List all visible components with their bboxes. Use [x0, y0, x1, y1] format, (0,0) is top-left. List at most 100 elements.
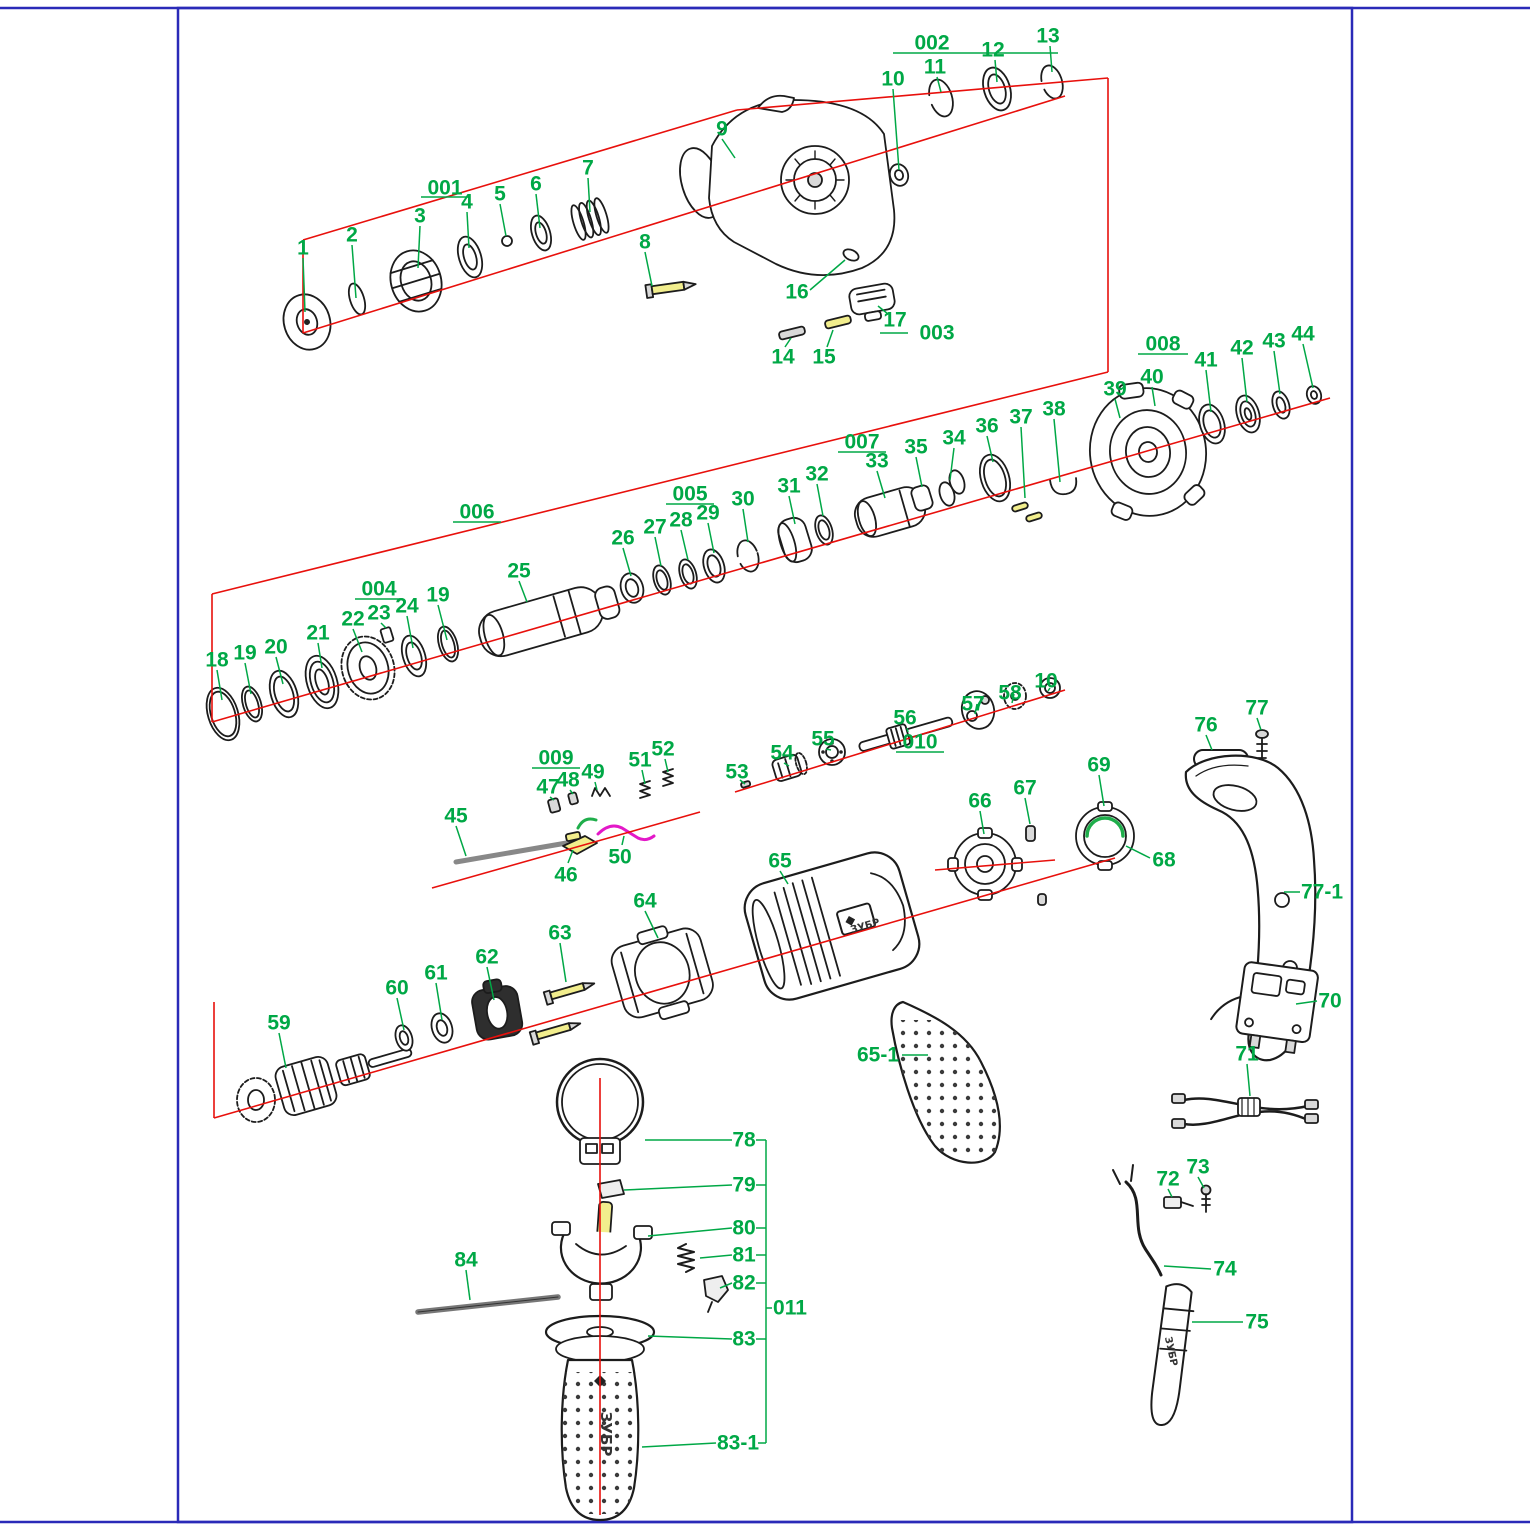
part-label-35: 35 — [904, 436, 928, 459]
part-spring-81 — [677, 1243, 695, 1273]
part-ring-4 — [456, 235, 484, 279]
leader-line-63 — [559, 942, 567, 983]
part-label-3: 3 — [414, 205, 426, 228]
leader-line-83 — [647, 1335, 733, 1340]
part-plate-50c — [565, 831, 582, 842]
leader-line-61 — [435, 982, 443, 1021]
part-pin-15 — [824, 314, 852, 330]
part-spring-7 — [570, 197, 610, 241]
part-armature-59 — [236, 1048, 413, 1123]
part-label-73: 73 — [1186, 1156, 1209, 1179]
part-bearing-55 — [818, 738, 846, 766]
leader-line-53 — [739, 779, 746, 785]
part-label-53: 53 — [725, 761, 748, 784]
leader-line-58 — [1011, 693, 1015, 704]
part-label-006: 006 — [459, 501, 494, 524]
part-pin-37a — [1011, 501, 1029, 513]
leader-line-73 — [1197, 1176, 1205, 1189]
leader-line-72 — [1167, 1188, 1173, 1198]
part-rod-45 — [453, 837, 587, 865]
part-ring-2 — [347, 282, 367, 316]
leader-line-15 — [826, 329, 834, 348]
part-label-26: 26 — [611, 527, 634, 550]
part-label-81: 81 — [732, 1244, 756, 1267]
part-depth-rod-84 — [415, 1294, 561, 1315]
leader-line-84 — [465, 1269, 471, 1301]
leader-line-38 — [1053, 418, 1061, 483]
part-pin-67 — [1025, 825, 1036, 842]
leader-line-49 — [594, 781, 598, 791]
part-motor-housing-65 — [743, 851, 921, 1001]
leader-line-66 — [979, 810, 985, 835]
part-label-11: 11 — [924, 56, 947, 79]
leader-line-26 — [622, 547, 632, 577]
leader-line-36 — [986, 435, 994, 463]
leader-line-69 — [1098, 774, 1105, 807]
part-label-49: 49 — [581, 761, 604, 784]
part-label-15: 15 — [812, 346, 836, 369]
part-ball-5 — [501, 235, 513, 247]
part-lever-17 — [848, 282, 896, 322]
part-label-56: 56 — [893, 707, 916, 730]
part-bearing-61 — [430, 1012, 454, 1044]
leader-line-62 — [486, 966, 495, 1001]
group-brackets — [756, 1139, 767, 1444]
part-label-36: 36 — [975, 415, 998, 438]
leader-line-31 — [788, 495, 796, 525]
leader-line-32 — [816, 483, 824, 517]
part-clip-50b — [576, 817, 598, 830]
part-label-46: 46 — [554, 864, 577, 887]
part-label-16: 16 — [785, 281, 808, 304]
leader-line-47 — [549, 796, 555, 801]
leader-line-74 — [1163, 1265, 1212, 1270]
part-barrel-25 — [478, 585, 621, 658]
leader-line-80 — [647, 1227, 733, 1237]
leader-line-71 — [1246, 1063, 1251, 1097]
part-screw-63b — [528, 1022, 582, 1046]
part-label-50: 50 — [608, 846, 631, 869]
part-ring-27 — [652, 564, 672, 596]
part-label-20: 20 — [264, 636, 287, 659]
part-grip-65-1 — [890, 1000, 1001, 1164]
leader-line-7 — [587, 177, 591, 213]
part-label-58: 58 — [998, 682, 1022, 705]
leader-line-34 — [949, 447, 955, 481]
part-label-25: 25 — [507, 560, 531, 583]
leader-line-20 — [275, 656, 284, 685]
part-label-71: 71 — [1235, 1043, 1259, 1066]
leader-line-41 — [1205, 369, 1212, 413]
part-label-65-1: 65-1 — [857, 1044, 899, 1067]
leader-line-60 — [396, 997, 405, 1031]
part-cap-1 — [282, 293, 332, 351]
leader-line-2 — [351, 244, 357, 299]
part-label-27: 27 — [643, 516, 666, 539]
part-label-78: 78 — [732, 1129, 756, 1152]
leader-line-70 — [1295, 1000, 1318, 1005]
part-spring-49 — [591, 787, 611, 797]
part-label-79: 79 — [732, 1174, 755, 1197]
part-gear-58 — [1003, 682, 1027, 710]
leader-line-18 — [216, 669, 223, 701]
part-label-9: 9 — [716, 118, 728, 141]
assembly-motor — [236, 801, 1135, 1164]
part-label-21: 21 — [306, 622, 330, 645]
leader-line-21 — [317, 642, 323, 669]
part-label-29: 29 — [696, 502, 719, 525]
leader-line-65 — [779, 870, 789, 885]
leader-line-23 — [380, 622, 387, 629]
part-screw-77 — [1255, 729, 1269, 765]
part-label-1: 1 — [297, 237, 309, 260]
part-clutch-cover-69 — [1075, 801, 1135, 871]
part-piston-35 — [910, 484, 934, 512]
page-border — [0, 6, 1530, 1524]
part-gearbox-39-40 — [1088, 381, 1208, 521]
leader-line-50 — [621, 835, 625, 846]
part-label-38: 38 — [1042, 398, 1066, 421]
part-label-41: 41 — [1194, 349, 1218, 372]
part-mount-62 — [471, 978, 524, 1041]
part-label-39: 39 — [1103, 378, 1126, 401]
leader-line-17 — [877, 305, 889, 315]
axis-lines — [211, 77, 1331, 1515]
